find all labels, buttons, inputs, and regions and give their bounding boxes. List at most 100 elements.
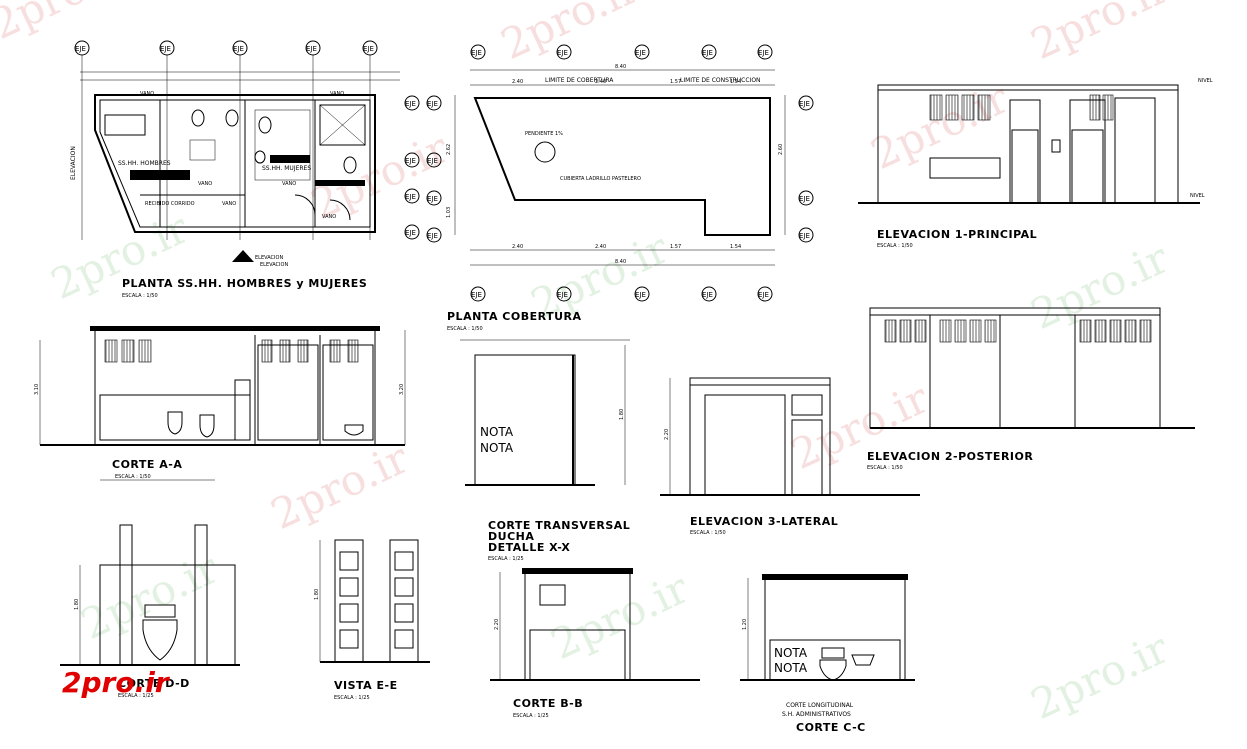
room-label-hombres: SS.HH. HOMBRES: [118, 160, 171, 167]
corridor-label: RECIBIDO CORRIDO: [145, 201, 195, 207]
svg-text:VANO: VANO: [282, 181, 296, 187]
svg-text:EJE: EJE: [635, 49, 646, 57]
svg-text:2.60: 2.60: [778, 144, 784, 155]
corte-d-d: 1.80 CORTE D-D ESCALA : 1/25: [60, 479, 240, 699]
svg-text:EJE: EJE: [405, 193, 416, 201]
title-elev2: ELEVACION 2-POSTERIOR: [867, 450, 1033, 463]
svg-text:1.03: 1.03: [446, 207, 452, 218]
title-corte-c-1: CORTE LONGITUDINAL: [786, 702, 854, 709]
title-elev1: ELEVACION 1-PRINCIPAL: [877, 228, 1037, 241]
svg-text:EJE: EJE: [427, 232, 438, 240]
limite-construccion: LIMITE DE CONSTRUCCION: [680, 77, 761, 84]
svg-text:EJE: EJE: [233, 45, 244, 53]
svg-text:EJE: EJE: [405, 229, 416, 237]
title-corte-a: CORTE A-A: [112, 458, 182, 471]
title-vista-e: VISTA E-E: [334, 679, 398, 692]
svg-text:NOTA: NOTA: [774, 661, 808, 675]
title-corte-transversal: CORTE TRANSVERSAL: [488, 519, 630, 532]
svg-text:ESCALA : 1/25: ESCALA : 1/25: [488, 556, 524, 562]
svg-text:ELEVACION: ELEVACION: [255, 255, 283, 261]
svg-text:1.80: 1.80: [619, 409, 625, 420]
corte-c-c: NOTA NOTA 1.20 CORTE LONGITUDINAL S.H. A…: [740, 574, 915, 734]
svg-text:ELEVACION: ELEVACION: [260, 262, 288, 268]
watermark-text: 2pro.ir: [494, 0, 647, 69]
svg-text:NIVEL: NIVEL: [1190, 193, 1205, 199]
svg-text:ESCALA : 1/50: ESCALA : 1/50: [867, 465, 903, 471]
svg-text:EJE: EJE: [799, 195, 810, 203]
cubierta-note: CUBIERTA LADRILLO PASTELERO: [560, 176, 641, 182]
svg-text:1.20: 1.20: [742, 619, 748, 630]
title-planta: PLANTA SS.HH. HOMBRES y MUJERES: [122, 277, 367, 290]
elevacion-3: 2.20 ELEVACION 3-LATERAL ESCALA : 1/50: [660, 377, 920, 536]
svg-text:ESCALA : 1/50: ESCALA : 1/50: [877, 243, 913, 249]
svg-text:ESCALA : 1/25: ESCALA : 1/25: [513, 713, 549, 719]
svg-text:2.20: 2.20: [494, 619, 500, 630]
side-elevation-label: ELEVACION: [70, 146, 77, 180]
planta-sshh: EJE EJE EJE EJE EJE EJE EJE EJE EJE: [70, 40, 420, 299]
limite-cobertura: LIMITE DE COBERTURA: [545, 77, 614, 84]
watermark-text: 2pro.ir: [74, 543, 227, 649]
svg-text:EJE: EJE: [758, 49, 769, 57]
watermark-text: 2pro.ir: [544, 563, 697, 669]
svg-text:1.80: 1.80: [74, 599, 80, 610]
svg-text:EJE: EJE: [306, 45, 317, 53]
svg-text:EJE: EJE: [635, 291, 646, 299]
svg-text:2.40: 2.40: [512, 244, 523, 250]
svg-text:VANO: VANO: [330, 91, 344, 97]
watermark-text: 2pro.ir: [0, 0, 137, 49]
svg-text:VANO: VANO: [140, 91, 154, 97]
svg-text:EJE: EJE: [405, 100, 416, 108]
svg-text:3.20: 3.20: [399, 384, 405, 395]
elevation-arrow: [232, 250, 254, 262]
elevacion-2: ELEVACION 2-POSTERIOR ESCALA : 1/50: [867, 307, 1195, 471]
svg-text:NOTA: NOTA: [774, 646, 808, 660]
svg-text:EJE: EJE: [471, 291, 482, 299]
svg-text:ESCALA : 1/25: ESCALA : 1/25: [334, 695, 370, 701]
title-corte-d: CORTE D-D: [118, 677, 190, 690]
svg-text:ESCALA : 1/50: ESCALA : 1/50: [690, 530, 726, 536]
svg-text:ESCALA : 1/50: ESCALA : 1/50: [115, 474, 151, 480]
brand-logo: 2pro.ir: [62, 666, 171, 699]
title-corte-b: CORTE B-B: [513, 697, 583, 710]
svg-text:EJE: EJE: [758, 291, 769, 299]
svg-text:2.62: 2.62: [446, 144, 452, 155]
svg-text:2.20: 2.20: [664, 429, 670, 440]
svg-text:3.10: 3.10: [34, 384, 40, 395]
svg-text:NIVEL: NIVEL: [1198, 78, 1213, 84]
svg-text:8.40: 8.40: [615, 64, 626, 70]
svg-text:1.80: 1.80: [314, 589, 320, 600]
watermark-text: 2pro.ir: [1024, 0, 1177, 69]
svg-text:EJE: EJE: [363, 45, 374, 53]
watermark-text: 2pro.ir: [784, 373, 937, 479]
svg-text:EJE: EJE: [75, 45, 86, 53]
svg-text:EJE: EJE: [405, 157, 416, 165]
svg-text:8.40: 8.40: [615, 259, 626, 265]
svg-text:EJE: EJE: [799, 100, 810, 108]
watermark-text: 2pro.ir: [1024, 623, 1177, 729]
svg-text:2.40: 2.40: [512, 79, 523, 85]
svg-text:EJE: EJE: [557, 49, 568, 57]
svg-text:ESCALA : 1/50: ESCALA : 1/50: [447, 326, 483, 332]
svg-text:ESCALA : 1/25: ESCALA : 1/25: [118, 693, 154, 699]
svg-text:1.57: 1.57: [670, 244, 681, 250]
title-elev3: ELEVACION 3-LATERAL: [690, 515, 838, 528]
svg-text:1.54: 1.54: [730, 244, 741, 250]
corte-b-b: 2.20 CORTE B-B ESCALA : 1/25: [490, 568, 700, 719]
svg-text:ESCALA : 1/50: ESCALA : 1/50: [122, 293, 158, 299]
svg-text:DUCHA: DUCHA: [488, 530, 534, 543]
watermark-text: 2pro.ir: [864, 73, 1017, 179]
svg-text:2.40: 2.40: [595, 244, 606, 250]
vista-e-e: 1.80 VISTA E-E ESCALA : 1/25: [314, 539, 430, 701]
svg-text:EJE: EJE: [427, 195, 438, 203]
svg-text:EJE: EJE: [427, 157, 438, 165]
svg-text:NOTA: NOTA: [480, 425, 514, 439]
svg-text:NOTA: NOTA: [480, 441, 514, 455]
elevacion-1: NIVEL NIVEL ELEVACION 1-PRINCIPAL ESCALA…: [858, 78, 1213, 249]
pendiente-label: PENDIENTE 1%: [525, 131, 563, 137]
svg-text:2.40: 2.40: [595, 79, 606, 85]
watermark-text: 2pro.ir: [44, 203, 197, 309]
title-cobertura: PLANTA COBERTURA: [447, 310, 582, 323]
svg-text:EJE: EJE: [702, 49, 713, 57]
